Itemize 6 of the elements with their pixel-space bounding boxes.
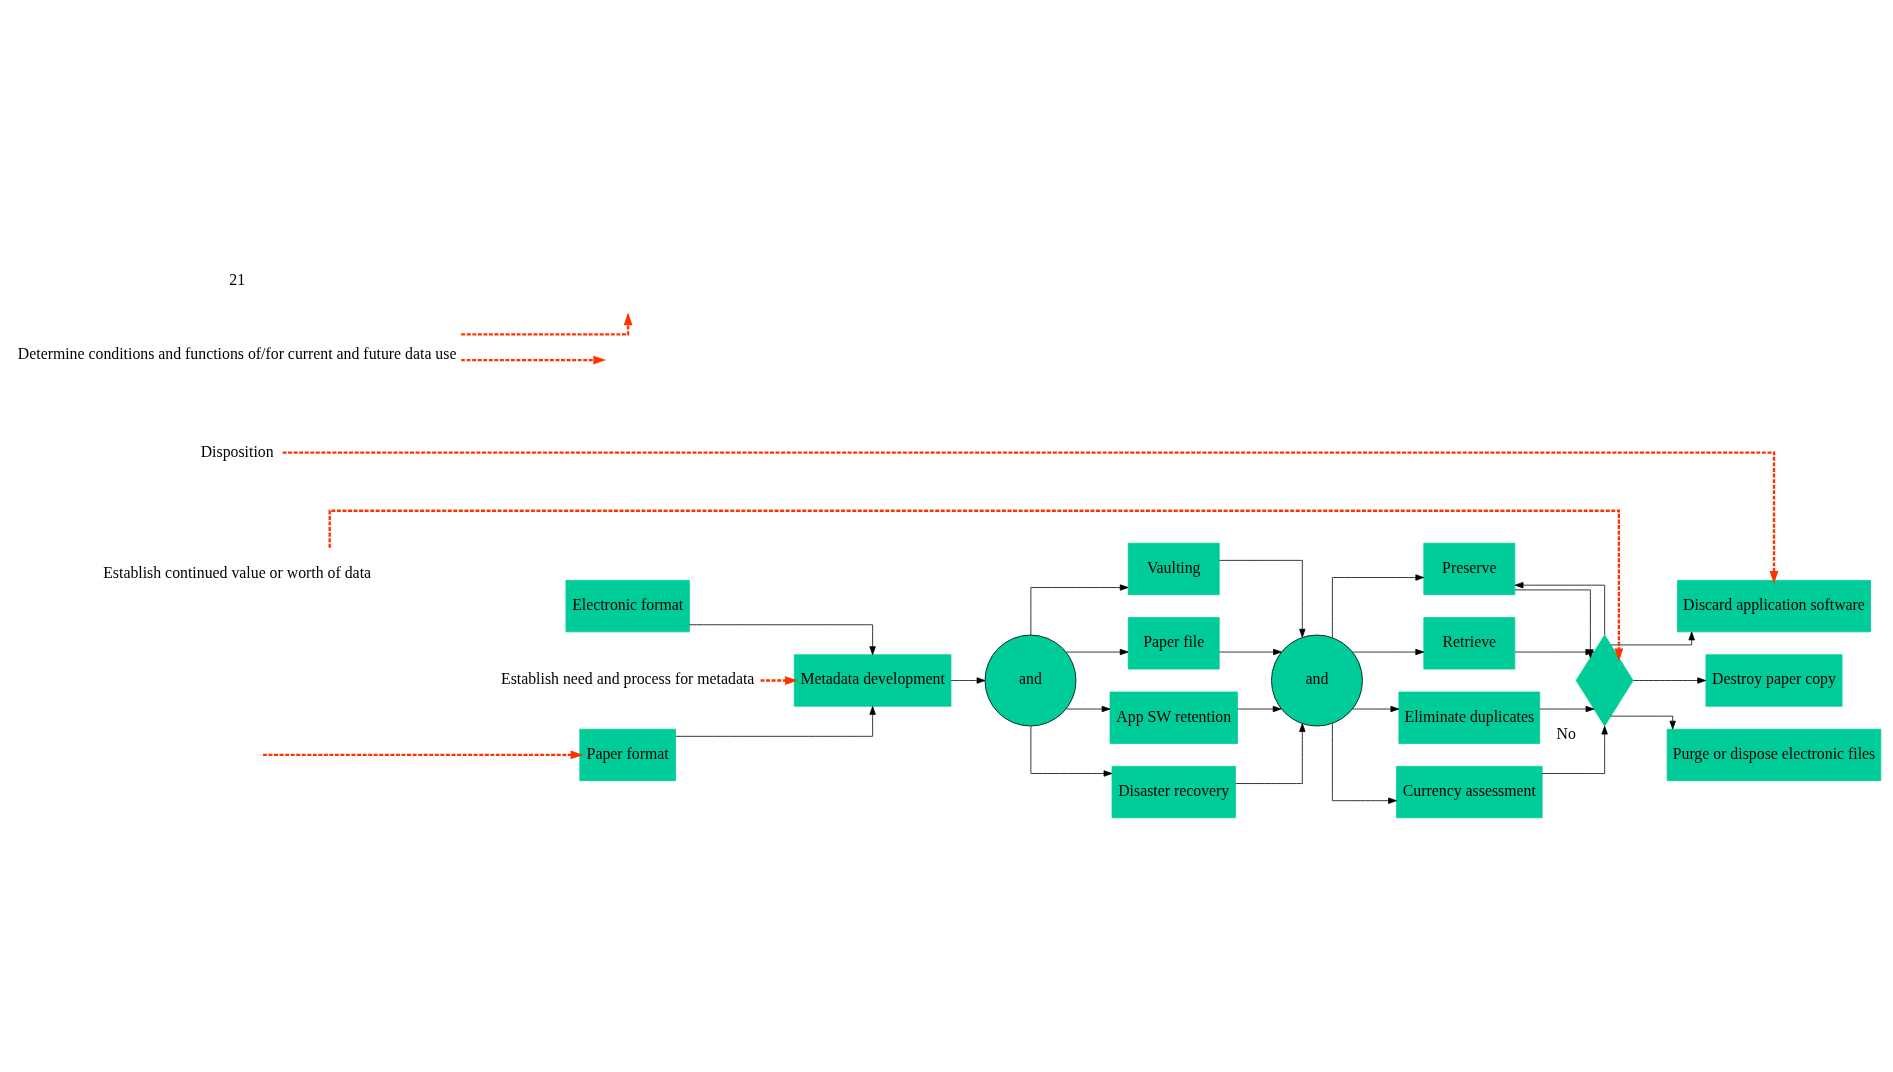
node-text: Disposition bbox=[200, 442, 274, 460]
label: 21 bbox=[228, 270, 245, 288]
node-text: Determine conditions and functions of/for current and future data use bbox=[17, 344, 456, 362]
node-label: No bbox=[1556, 724, 1576, 742]
node-text: Establish need and process for metadata bbox=[500, 669, 754, 687]
node-text: Establish continued value or worth of data bbox=[102, 563, 371, 581]
